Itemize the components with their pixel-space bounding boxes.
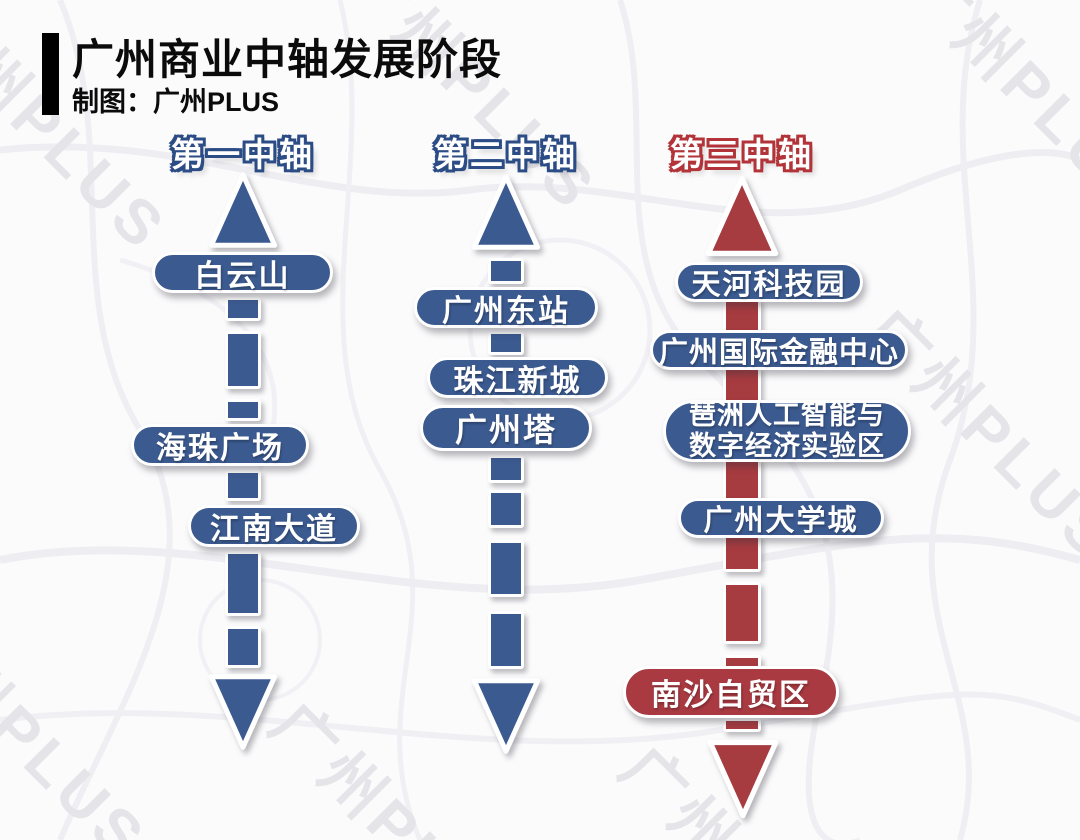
axis2-dash bbox=[488, 540, 524, 597]
axis2-node-pill: 广州东站 bbox=[414, 287, 598, 328]
page-title: 广州商业中轴发展阶段 bbox=[72, 36, 503, 83]
node-label: 海珠广场 bbox=[156, 432, 284, 465]
axis1-header: 第一中轴 bbox=[171, 136, 315, 173]
node-label: 广州大学城 bbox=[703, 505, 859, 537]
node-label: 白云山 bbox=[194, 259, 291, 293]
axis1-dash bbox=[225, 626, 261, 668]
axis2-node-pill: 珠江新城 bbox=[427, 357, 608, 398]
axis2-dash bbox=[488, 258, 524, 284]
axis3-line bbox=[723, 534, 761, 572]
axis2-dash bbox=[488, 455, 524, 483]
axis3-dash bbox=[723, 582, 761, 644]
axis3-node-pill: 天河科技园 bbox=[675, 262, 863, 302]
node-label: 数字经济实验区 bbox=[689, 431, 885, 461]
axis3-up-arrow-icon bbox=[702, 174, 782, 258]
axis2-dash bbox=[488, 331, 524, 355]
axis1-node-pill: 江南大道 bbox=[188, 505, 360, 547]
node-label: 南沙自贸区 bbox=[651, 679, 811, 712]
node-label: 广州塔 bbox=[454, 412, 557, 448]
axis1-dash bbox=[225, 470, 261, 501]
axis3-node-pill: 广州大学城 bbox=[678, 498, 884, 538]
axis2-header: 第二中轴 bbox=[434, 136, 578, 173]
axis3-node-pill: 广州国际金融中心 bbox=[650, 330, 908, 370]
axis1-dash bbox=[225, 551, 261, 616]
axis2-dash bbox=[488, 490, 524, 528]
axis3-node-pill: 琶洲人工智能与 数字经济实验区 bbox=[663, 400, 911, 462]
axis3-line bbox=[723, 366, 761, 404]
axis1-dash bbox=[225, 297, 261, 321]
axis2-dash bbox=[488, 611, 524, 669]
axis2-node-pill: 广州塔 bbox=[420, 405, 592, 451]
page-subtitle: 制图：广州PLUS bbox=[72, 87, 280, 117]
axis1-dash bbox=[225, 331, 261, 389]
node-label: 天河科技园 bbox=[691, 269, 847, 301]
axis1-down-arrow-icon bbox=[207, 672, 279, 752]
node-label: 广州国际金融中心 bbox=[658, 337, 899, 369]
node-label: 珠江新城 bbox=[453, 364, 582, 398]
axis1-node-pill: 海珠广场 bbox=[131, 424, 309, 466]
axis1-node-pill: 白云山 bbox=[152, 252, 333, 293]
axis2-down-arrow-icon bbox=[470, 676, 542, 756]
node-label: 广州东站 bbox=[442, 294, 570, 328]
axis3-dash bbox=[723, 718, 761, 732]
axis3-node-pill: 南沙自贸区 bbox=[623, 666, 839, 718]
node-label: 琶洲人工智能与 bbox=[689, 400, 885, 430]
axis3-down-arrow-icon bbox=[704, 738, 782, 820]
axis2-up-arrow-icon bbox=[470, 172, 542, 252]
node-label: 江南大道 bbox=[210, 513, 338, 546]
axis3-line bbox=[723, 458, 761, 502]
axis1-up-arrow-icon bbox=[207, 170, 279, 250]
axis1-dash bbox=[225, 399, 261, 421]
axis3-header: 第三中轴 bbox=[670, 136, 814, 173]
title-accent-bar bbox=[42, 33, 59, 115]
